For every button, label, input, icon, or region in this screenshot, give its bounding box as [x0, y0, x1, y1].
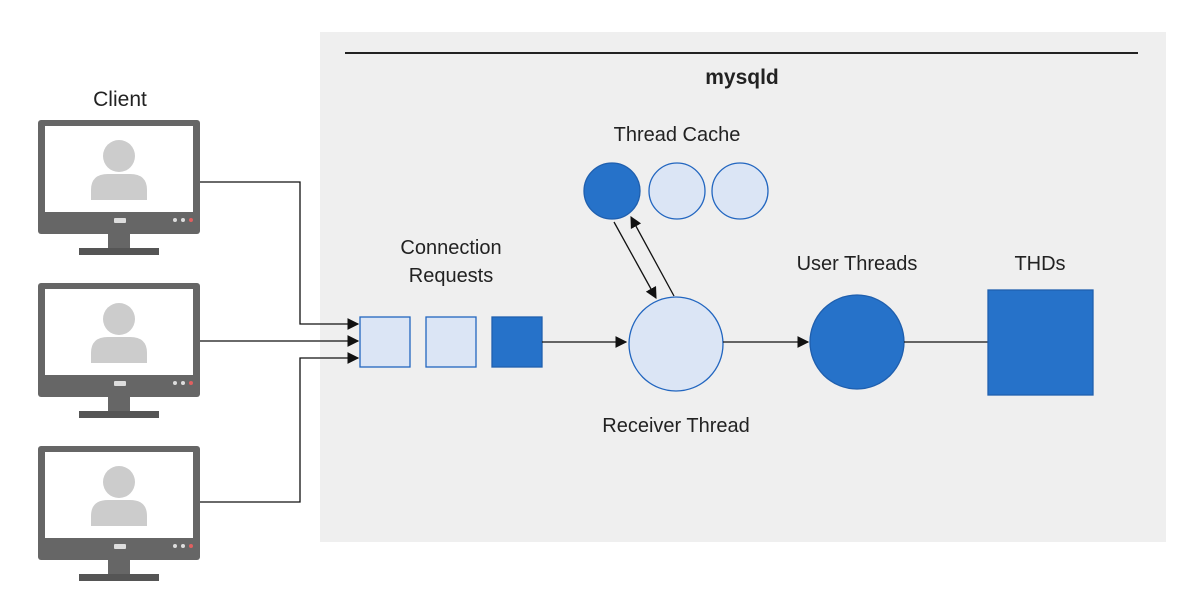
connection-request-queued: [425, 316, 477, 368]
mysqld-title: mysqld: [705, 66, 779, 89]
connection-requests-label-line1: Connection: [400, 237, 501, 259]
client-connection-arrow: [200, 181, 360, 330]
monitor-icon: [38, 120, 200, 255]
receiver-thread-node: [628, 296, 724, 392]
user-threads-label: User Threads: [797, 253, 918, 275]
thread-cache-slot-idle: [711, 162, 769, 220]
connection-request-active: [491, 316, 543, 368]
thds-label: THDs: [1014, 253, 1065, 275]
monitor-icon: [38, 283, 200, 418]
thread-cache-slot-idle: [648, 162, 706, 220]
connection-requests-label-line2: Requests: [409, 265, 494, 287]
thread-cache-slot-active: [583, 162, 641, 220]
user-thread-node: [809, 294, 905, 390]
receiver-to-cache-arrow: [630, 215, 675, 297]
connection-request-queued: [359, 316, 411, 368]
mysqld-panel: [320, 32, 1166, 542]
thread-cache-label: Thread Cache: [614, 124, 741, 146]
cache-to-receiver-arrow: [613, 221, 657, 300]
receiver-thread-label: Receiver Thread: [602, 415, 749, 437]
client-label: Client: [93, 88, 147, 111]
client-connection-arrow: [200, 352, 360, 503]
monitor-icon: [38, 446, 200, 581]
thd-node: [987, 289, 1094, 396]
